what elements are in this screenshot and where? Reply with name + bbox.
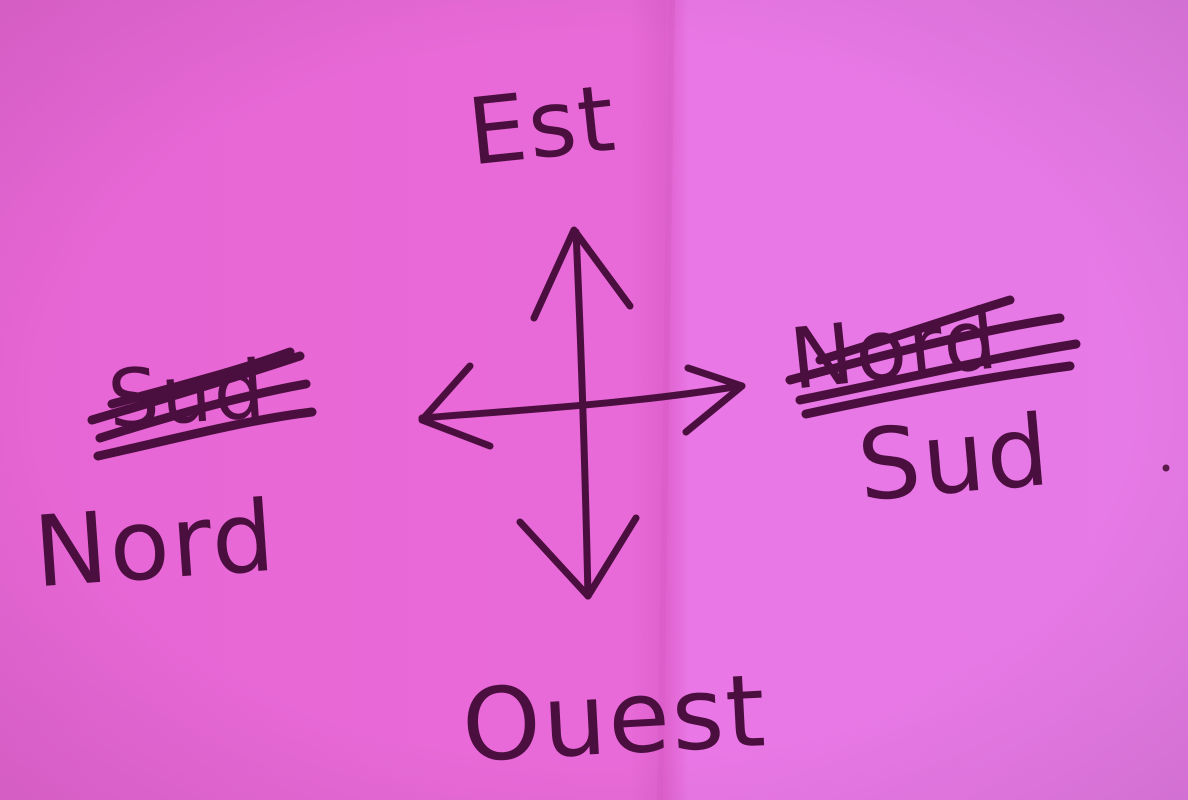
label-est: Est (463, 65, 622, 187)
label-nord: Nord (30, 480, 279, 611)
ink-dot (1163, 465, 1170, 472)
label-sud: Sud (853, 394, 1055, 524)
label-sud-crossed-out: Sud (105, 343, 269, 447)
label-ouest: Ouest (459, 652, 770, 785)
